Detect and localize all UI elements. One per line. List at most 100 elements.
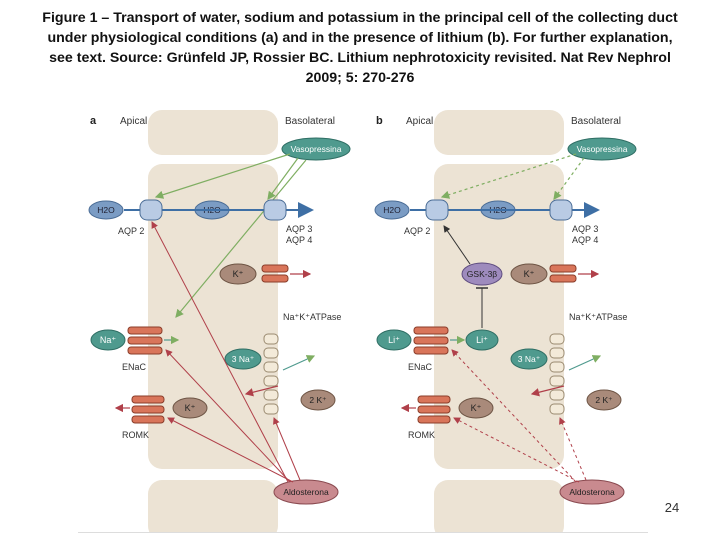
panel-b: b Apical Basolateral Vasopressina H2O H2… bbox=[374, 110, 637, 540]
k-node-romk-b bbox=[458, 397, 494, 419]
two-k-node-b bbox=[586, 389, 622, 411]
romk-channel-1-a bbox=[131, 395, 165, 404]
k-pump-in-arrow-a bbox=[244, 385, 279, 397]
caption-line-4: 2009; 5: 270-276 bbox=[305, 70, 415, 86]
aldosterone-label-b: Aldosterona bbox=[569, 487, 615, 497]
transport-figure: a Apical Basolateral Vasopressina H2O H2… bbox=[78, 102, 648, 540]
aldosterone-node-a bbox=[273, 479, 339, 505]
h2o-node-outer-b bbox=[374, 200, 410, 220]
k-node-romk-a bbox=[172, 397, 208, 419]
basolateral-label-a: Basolateral bbox=[285, 116, 335, 127]
enac-label-b: ENaC bbox=[408, 362, 433, 372]
two-k-label-b: 2 K⁺ bbox=[595, 395, 613, 405]
aldosterone-node-b bbox=[559, 479, 625, 505]
na-label-a: Na⁺ bbox=[100, 335, 117, 345]
h2o-label-outer-b: H2O bbox=[383, 205, 401, 215]
enac-label-a: ENaC bbox=[122, 362, 147, 372]
k-channel-baso-2-a bbox=[261, 274, 289, 283]
vasopressin-node-b bbox=[567, 137, 637, 161]
k-channel-baso-2-b bbox=[549, 274, 577, 283]
aldo-arrow-2-a bbox=[165, 349, 291, 483]
caption-line-1: Figure 1 – Transport of water, sodium an… bbox=[42, 10, 678, 26]
aqp2-channel-a bbox=[139, 199, 163, 221]
aldo-arrow-3-a bbox=[167, 417, 294, 483]
k-node-baso-b bbox=[510, 263, 548, 285]
enac-channel-2-a bbox=[127, 336, 163, 345]
vasopressin-node-a bbox=[281, 137, 351, 161]
na-node-a bbox=[90, 329, 126, 351]
k-node-baso-a bbox=[219, 263, 257, 285]
enac-channel-1-b bbox=[413, 326, 449, 335]
h2o-node-outer-a bbox=[88, 200, 124, 220]
apical-label-b: Apical bbox=[406, 116, 433, 127]
two-k-label-a: 2 K⁺ bbox=[309, 395, 327, 405]
aqp3-channel-b bbox=[549, 199, 573, 221]
three-na-node-a bbox=[224, 348, 262, 370]
k-channel-baso-1-b bbox=[549, 264, 577, 273]
romk-channel-3-a bbox=[131, 415, 165, 424]
k-pump-in-arrow-b bbox=[530, 385, 565, 397]
aldosterone-label-a: Aldosterona bbox=[283, 487, 329, 497]
vasopressin-arrow-2-a bbox=[267, 157, 299, 200]
gsk-to-aqp2-arrow-b bbox=[443, 225, 471, 265]
aldo-arrow-1-a bbox=[151, 221, 289, 483]
aqp3-label-b: AQP 3 bbox=[572, 224, 598, 234]
atpase-label-b: Na⁺K⁺ATPase bbox=[569, 312, 627, 322]
vasopressin-arrow-1-a bbox=[154, 153, 291, 199]
romk-channel-2-a bbox=[131, 405, 165, 414]
aldo-arrow-1-b bbox=[451, 349, 577, 483]
enac-channel-1-a bbox=[127, 326, 163, 335]
h2o-label-outer-a: H2O bbox=[97, 205, 115, 215]
aqp3-channel-a bbox=[263, 199, 287, 221]
li-label-inner-b: Li⁺ bbox=[476, 335, 488, 345]
gsk-label-b: GSK-3β bbox=[467, 269, 498, 279]
cell-lower-a bbox=[148, 480, 278, 540]
three-na-label-b: 3 Na⁺ bbox=[518, 354, 541, 364]
k-channel-baso-1-a bbox=[261, 264, 289, 273]
romk-channel-2-b bbox=[417, 405, 451, 414]
aqp2-label-a: AQP 2 bbox=[118, 226, 144, 236]
atpase-label-a: Na⁺K⁺ATPase bbox=[283, 312, 341, 322]
three-na-node-b bbox=[510, 348, 548, 370]
caption-line-2: under physiological conditions (a) and i… bbox=[47, 30, 673, 46]
k-label-romk-a: K⁺ bbox=[185, 403, 196, 413]
cell-upper-a bbox=[148, 110, 278, 155]
vasopressin-label-a: Vasopressina bbox=[291, 144, 342, 154]
apical-label-a: Apical bbox=[120, 116, 147, 127]
na-pump-out-arrow-b bbox=[568, 355, 602, 371]
cell-upper-b bbox=[434, 110, 564, 155]
aqp2-channel-b bbox=[425, 199, 449, 221]
k-label-baso-a: K⁺ bbox=[233, 269, 244, 279]
three-na-label-a: 3 Na⁺ bbox=[232, 354, 255, 364]
aldo-arrow-3-b bbox=[559, 417, 587, 481]
vasopressin-arrow-3-a bbox=[175, 159, 307, 318]
li-node-inner-b bbox=[465, 329, 499, 351]
enac-channel-3-a bbox=[127, 346, 163, 355]
romk-channel-3-b bbox=[417, 415, 451, 424]
romk-label-b: ROMK bbox=[408, 430, 435, 440]
k-label-romk-b: K⁺ bbox=[471, 403, 482, 413]
k-label-baso-b: K⁺ bbox=[524, 269, 535, 279]
slide-number: 24 bbox=[664, 500, 680, 515]
atpase-pump-a bbox=[263, 333, 279, 415]
romk-channel-1-b bbox=[417, 395, 451, 404]
basolateral-label-b: Basolateral bbox=[571, 116, 621, 127]
panel-a: a Apical Basolateral Vasopressina H2O H2… bbox=[88, 110, 351, 540]
vasopressin-label-b: Vasopressina bbox=[577, 144, 628, 154]
aqp2-label-b: AQP 2 bbox=[404, 226, 430, 236]
enac-channel-2-b bbox=[413, 336, 449, 345]
figure-caption: Figure 1 – Transport of water, sodium an… bbox=[0, 8, 720, 88]
two-k-node-a bbox=[300, 389, 336, 411]
panel-letter-a: a bbox=[90, 115, 97, 127]
na-pump-out-arrow-a bbox=[282, 355, 316, 371]
aqp4-label-a: AQP 4 bbox=[286, 235, 312, 245]
gsk-node-b bbox=[461, 262, 503, 286]
aldo-arrow-4-a bbox=[273, 417, 301, 481]
li-node-outer-b bbox=[376, 329, 412, 351]
caption-line-3: see text. Source: Grünfeld JP, Rossier B… bbox=[49, 50, 671, 66]
enac-channel-3-b bbox=[413, 346, 449, 355]
aqp3-label-a: AQP 3 bbox=[286, 224, 312, 234]
li-label-outer-b: Li⁺ bbox=[388, 335, 400, 345]
cell-lower-b bbox=[434, 480, 564, 540]
figure-svg: a Apical Basolateral Vasopressina H2O H2… bbox=[88, 110, 637, 540]
